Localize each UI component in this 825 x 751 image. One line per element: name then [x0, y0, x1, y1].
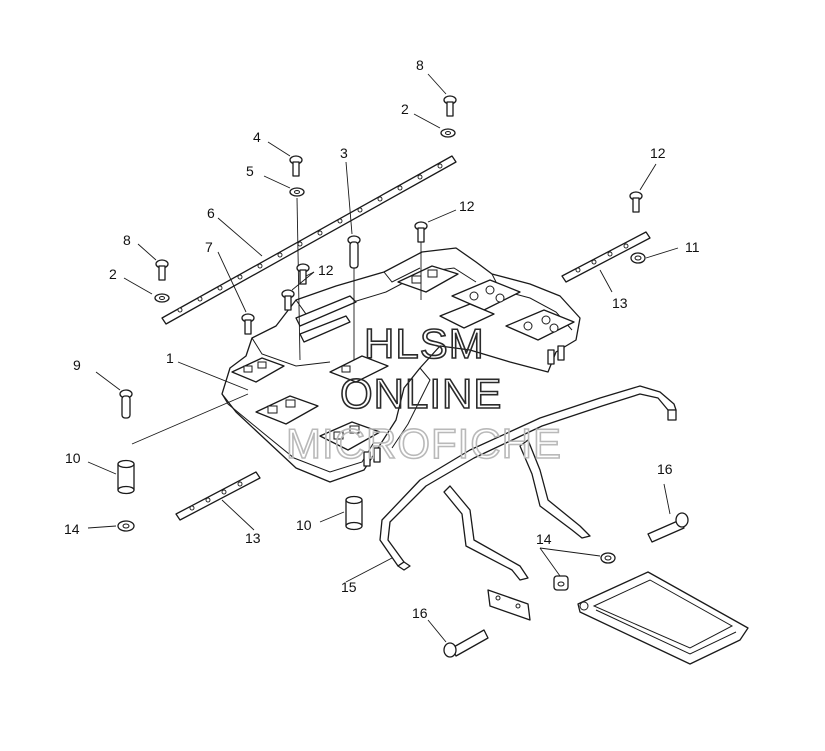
- bolt: [443, 95, 457, 117]
- callout-12: 12: [459, 198, 475, 214]
- spacer: [345, 495, 363, 531]
- bolt: [241, 313, 255, 335]
- watermark-line-1: HLSM: [364, 320, 485, 367]
- callout-13: 13: [612, 295, 628, 311]
- washer: [440, 128, 456, 138]
- washer: [154, 293, 170, 303]
- rack-tab: [363, 451, 371, 467]
- watermark-line-3: MICROFICHE: [286, 420, 562, 467]
- short-rail: [175, 471, 261, 521]
- bolt: [155, 259, 169, 281]
- callout-5: 5: [246, 163, 254, 179]
- callout-9: 9: [73, 357, 81, 373]
- washer: [289, 187, 305, 197]
- leader-lines: [87, 73, 679, 643]
- spacer: [117, 459, 135, 495]
- bolt: [347, 235, 361, 269]
- callout-1: 1: [166, 350, 174, 366]
- callout-11: 11: [685, 239, 700, 255]
- callout-4: 4: [253, 129, 261, 145]
- bolt: [289, 155, 303, 177]
- bolt: [119, 389, 133, 419]
- watermark-line-2: ONLINE: [340, 370, 502, 417]
- rack-tab: [373, 447, 381, 463]
- nut: [117, 520, 135, 532]
- bolt: [281, 289, 295, 311]
- callout-15: 15: [341, 579, 357, 595]
- bolt: [296, 263, 310, 285]
- tube-frame: [379, 385, 677, 581]
- callout-10: 10: [65, 450, 81, 466]
- callout-10: 10: [296, 517, 312, 533]
- spacer: [553, 575, 569, 591]
- mounting-plate: [487, 589, 531, 621]
- watermark: HLSM ONLINE MICROFICHE: [285, 319, 562, 468]
- callout-8: 8: [123, 232, 131, 248]
- callout-14: 14: [536, 531, 552, 547]
- callout-2: 2: [109, 266, 117, 282]
- rack-platform: [221, 247, 581, 483]
- callout-16: 16: [657, 461, 673, 477]
- bolt: [647, 512, 689, 543]
- callout-2: 2: [401, 101, 409, 117]
- rail-strip: [161, 155, 457, 325]
- rack-pocket: [231, 357, 285, 383]
- rack-pocket: [319, 421, 381, 451]
- rack-tab: [557, 345, 565, 361]
- bolt: [443, 629, 489, 658]
- callout-13: 13: [245, 530, 261, 546]
- callout-3: 3: [340, 145, 348, 161]
- callout-6: 6: [207, 205, 215, 221]
- callout-12: 12: [318, 262, 334, 278]
- bolt: [629, 191, 643, 213]
- callout-16: 16: [412, 605, 428, 621]
- bolt: [414, 221, 428, 243]
- rack-pocket: [255, 395, 319, 425]
- rack-pocket: [505, 309, 575, 341]
- rack-tab: [547, 349, 555, 365]
- rack-pocket: [329, 355, 389, 383]
- lower-frame: [577, 571, 749, 665]
- rack-pocket: [439, 303, 495, 329]
- short-rail: [561, 231, 651, 283]
- callout-12: 12: [650, 145, 666, 161]
- callout-8: 8: [416, 57, 424, 73]
- callout-labels: 8 2 4 3 5 12 6 12 8 7 11 12 2 13 1 9 10 …: [64, 57, 700, 621]
- nut: [630, 252, 646, 264]
- callout-7: 7: [205, 239, 213, 255]
- nut: [600, 552, 616, 564]
- callout-14: 14: [64, 521, 80, 537]
